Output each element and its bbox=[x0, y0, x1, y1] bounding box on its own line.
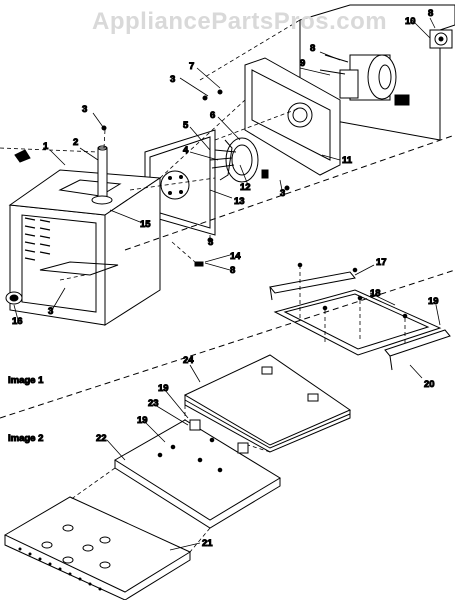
callout-10: 10 bbox=[405, 16, 416, 27]
back-panel-11 bbox=[244, 57, 341, 176]
floor-plate-21 bbox=[3, 496, 192, 601]
callout-14: 14 bbox=[230, 251, 241, 262]
callout-5: 5 bbox=[183, 120, 189, 131]
callout-3: 3 bbox=[208, 237, 213, 248]
callout-3: 3 bbox=[170, 74, 175, 85]
callout-4: 4 bbox=[183, 145, 189, 156]
tube-2 bbox=[91, 145, 113, 205]
callout-7: 7 bbox=[189, 61, 194, 72]
callout-9: 9 bbox=[300, 58, 305, 69]
callout-22: 22 bbox=[96, 433, 107, 444]
explosion-lines-image1 bbox=[299, 265, 406, 345]
callout-labels: 1 2 3 3 7 5 4 6 12 3 13 15 11 8 9 8 10 3… bbox=[12, 8, 440, 550]
panel-22 bbox=[114, 419, 281, 529]
fasteners bbox=[14, 89, 290, 267]
rack-rails-17-20 bbox=[269, 271, 451, 371]
callout-17: 17 bbox=[376, 257, 387, 268]
explosion-lines-image2 bbox=[69, 405, 271, 553]
callout-3: 3 bbox=[48, 306, 53, 317]
callout-21: 21 bbox=[202, 538, 213, 549]
callout-19: 19 bbox=[158, 383, 169, 394]
callout-23: 23 bbox=[148, 398, 159, 409]
callout-19: 19 bbox=[137, 415, 148, 426]
callout-1: 1 bbox=[43, 141, 49, 152]
callout-20: 20 bbox=[424, 379, 435, 390]
callout-8: 8 bbox=[310, 43, 315, 54]
divider-upper bbox=[124, 134, 455, 251]
callout-12: 12 bbox=[240, 182, 251, 193]
oven-cavity-1 bbox=[8, 169, 162, 326]
motor-10 bbox=[429, 29, 453, 49]
callout-13: 13 bbox=[234, 196, 245, 207]
leader-lines bbox=[13, 17, 441, 551]
bottom-plate-18 bbox=[273, 289, 442, 356]
callout-8: 8 bbox=[428, 8, 433, 19]
callout-19: 19 bbox=[428, 296, 439, 307]
callout-6: 6 bbox=[210, 110, 215, 121]
screws-image2 bbox=[157, 437, 223, 473]
screws-image1 bbox=[297, 262, 408, 319]
callout-24: 24 bbox=[183, 355, 194, 366]
explosion-lines-upper bbox=[0, 19, 301, 281]
callout-11: 11 bbox=[342, 155, 353, 166]
callout-16: 16 bbox=[12, 316, 23, 327]
callout-3: 3 bbox=[280, 188, 285, 199]
section-label-image2: Image 2 bbox=[8, 433, 43, 444]
watermark: AppliancePartsPros.com bbox=[92, 8, 388, 35]
callout-8: 8 bbox=[230, 265, 235, 276]
callout-2: 2 bbox=[73, 137, 78, 148]
callout-3: 3 bbox=[82, 104, 87, 115]
callout-15: 15 bbox=[140, 219, 151, 230]
callout-18: 18 bbox=[370, 288, 381, 299]
section-label-image1: Image 1 bbox=[8, 375, 44, 386]
convection-element bbox=[209, 137, 269, 183]
knob-16 bbox=[5, 291, 23, 305]
